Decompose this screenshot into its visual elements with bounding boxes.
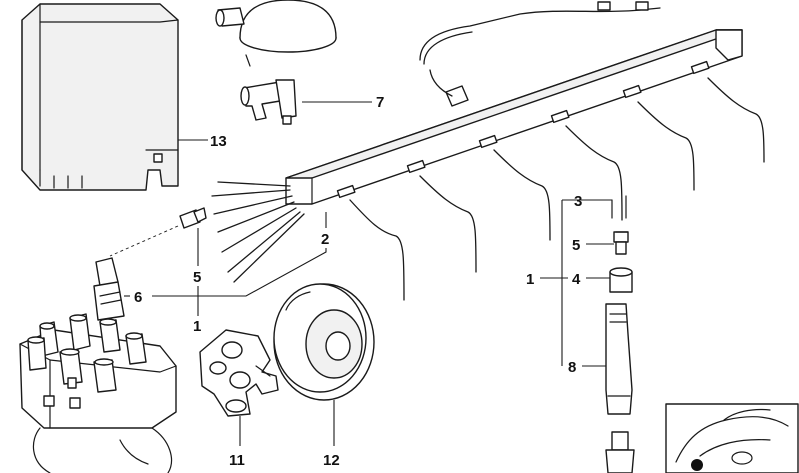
small-terminal-part[interactable] — [109, 207, 207, 257]
callout-11: 11 — [229, 452, 245, 469]
suppressor-boot-part[interactable] — [93, 257, 125, 321]
distributor-rotor-part[interactable] — [199, 329, 279, 417]
callout-7: 7 — [376, 94, 384, 111]
plug-connector-top-part[interactable] — [611, 195, 627, 219]
callout-1-right: 1 — [526, 271, 534, 288]
ignition-cover-part[interactable] — [21, 3, 179, 191]
callout-13: 13 — [210, 133, 227, 150]
callout-5-left: 5 — [193, 269, 201, 286]
small-terminal-right-part[interactable] — [613, 231, 629, 255]
callout-2: 2 — [321, 231, 329, 248]
callout-5-right: 5 — [572, 237, 580, 254]
callout-3: 3 — [574, 193, 582, 210]
angled-connector-part[interactable] — [240, 79, 297, 125]
callout-8: 8 — [568, 359, 576, 376]
ignition-harness-rail[interactable] — [211, 1, 766, 302]
callout-6: 6 — [134, 289, 142, 306]
leader-lines — [124, 101, 614, 446]
callout-1-left: 1 — [193, 318, 201, 335]
pulley-part[interactable] — [273, 283, 375, 401]
vehicle-locator-thumbnail[interactable] — [665, 403, 799, 473]
callout-4: 4 — [572, 271, 581, 288]
distributor-cap-vent-part[interactable] — [215, 0, 337, 67]
callout-12: 12 — [323, 452, 340, 469]
rubber-sleeve-part[interactable] — [609, 267, 633, 293]
distributor-cap-part[interactable] — [19, 313, 177, 473]
spark-plug-boot-part[interactable] — [605, 303, 633, 415]
locator-marker-icon — [691, 459, 703, 471]
spark-plug-part[interactable] — [605, 431, 635, 473]
